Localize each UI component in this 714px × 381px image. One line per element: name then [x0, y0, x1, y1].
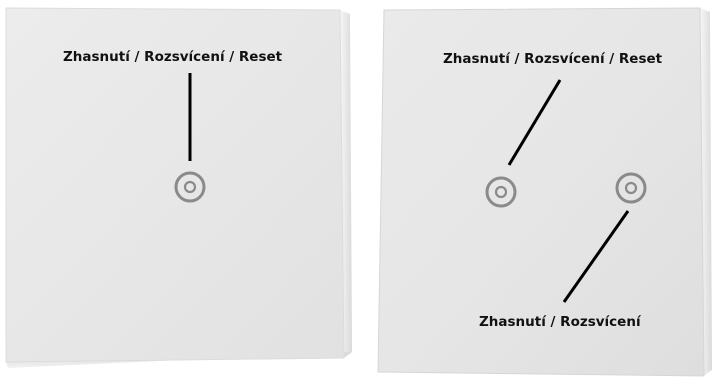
left-button-label: Zhasnutí / Rozsvícení / Reset	[63, 49, 283, 65]
right-panel-right-button-label: Zhasnutí / Rozsvícení	[479, 314, 641, 330]
left-button-inner-ring	[183, 180, 197, 194]
right-switch-panel	[377, 7, 712, 377]
left-switch-panel	[5, 7, 352, 368]
right-panel-left-button-label: Zhasnutí / Rozsvícení / Reset	[443, 51, 663, 67]
right-panel-right-button-inner-ring	[624, 181, 638, 195]
right-panel-face	[377, 7, 705, 377]
left-touch-button	[174, 171, 206, 203]
left-button-outer-ring	[174, 171, 206, 203]
right-panel-left-touch-button	[485, 176, 517, 208]
right-bottom-leader-line	[562, 210, 630, 303]
right-panel-right-button-outer-ring	[615, 172, 647, 204]
right-panel-left-button-outer-ring	[485, 176, 517, 208]
right-panel-left-button-inner-ring	[494, 185, 508, 199]
right-panel-right-touch-button	[615, 172, 647, 204]
right-top-leader-line	[507, 79, 562, 166]
